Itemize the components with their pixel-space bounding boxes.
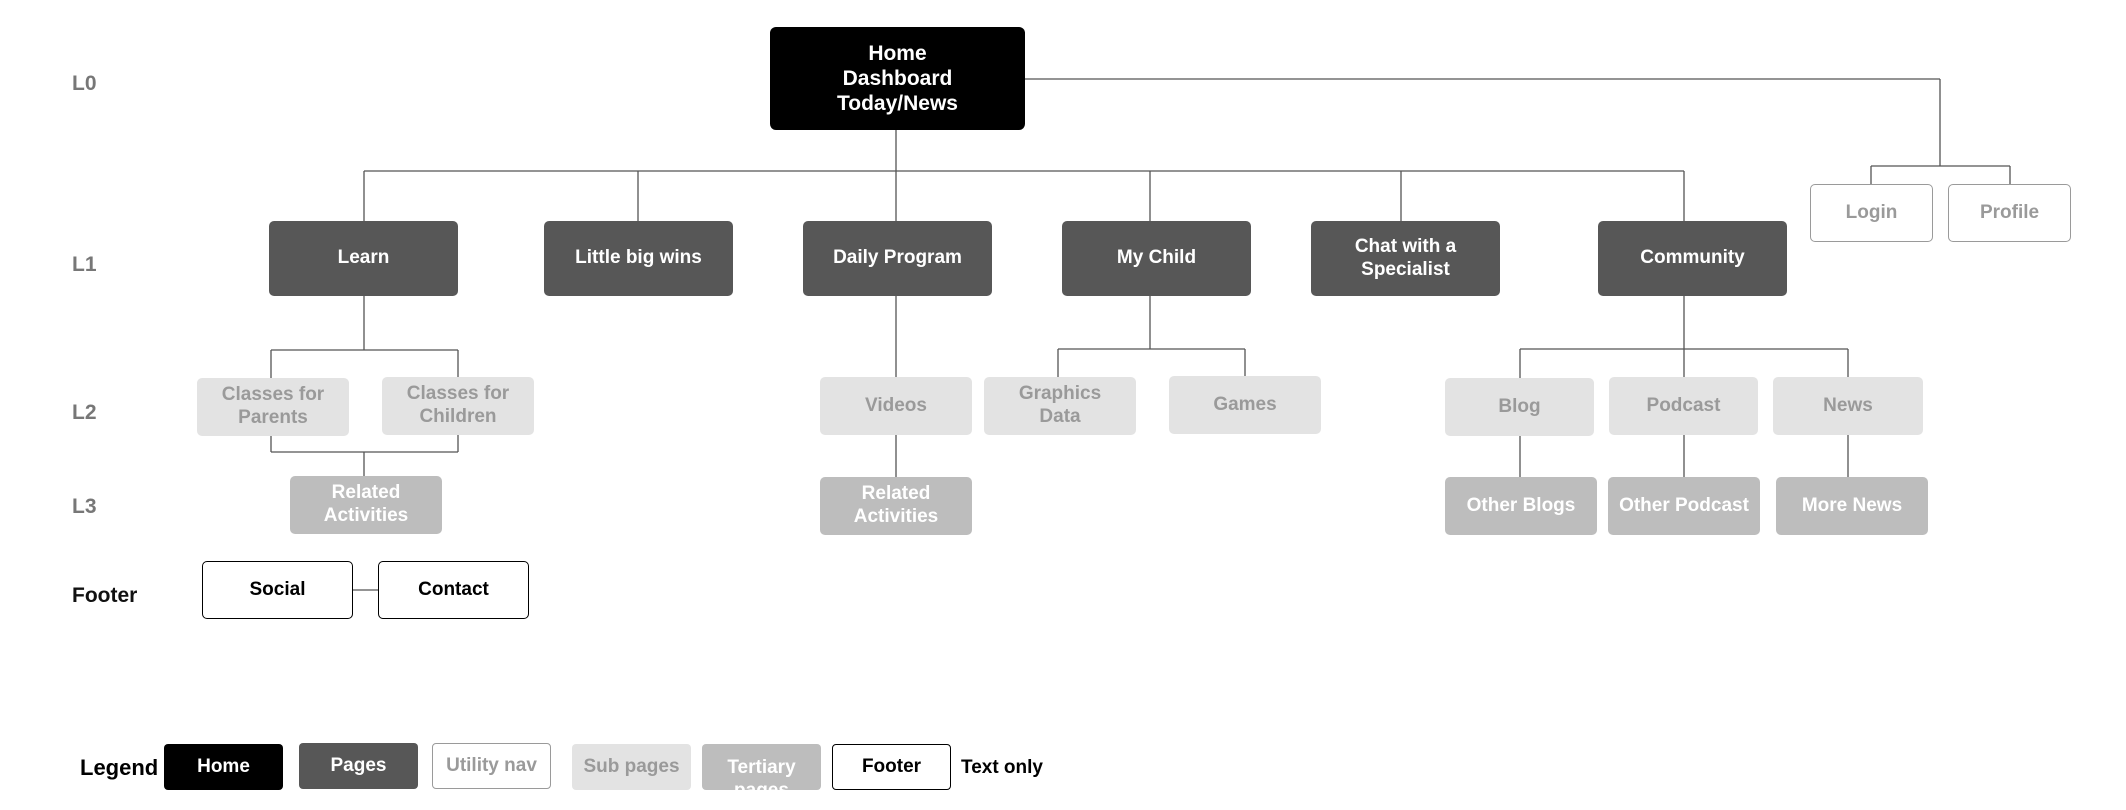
legend-pages: Pages [299, 743, 418, 789]
podcast-node: Podcast [1609, 377, 1758, 435]
graphics-data-node: Graphics Data [984, 377, 1136, 435]
more-news-node: More News [1776, 477, 1928, 535]
little-big-wins-node: Little big wins [544, 221, 733, 296]
level-label-l3: L3 [72, 495, 97, 518]
classes-children-node: Classes for Children [382, 377, 534, 435]
daily-program-node: Daily Program [803, 221, 992, 296]
blog-node: Blog [1445, 378, 1594, 436]
learn-related-activities-node: Related Activities [290, 476, 442, 534]
social-node: Social [202, 561, 353, 619]
home-node: Home Dashboard Today/News [770, 27, 1025, 130]
my-child-node: My Child [1062, 221, 1251, 296]
games-node: Games [1169, 376, 1321, 434]
profile-node: Profile [1948, 184, 2071, 242]
level-label-l0: L0 [72, 72, 97, 95]
other-blogs-node: Other Blogs [1445, 477, 1597, 535]
level-label-l1: L1 [72, 253, 97, 276]
contact-node: Contact [378, 561, 529, 619]
legend-utility-nav: Utility nav [432, 743, 551, 789]
classes-parents-node: Classes for Parents [197, 378, 349, 436]
legend-home: Home [164, 744, 283, 790]
level-label-l2: L2 [72, 401, 97, 424]
videos-node: Videos [820, 377, 972, 435]
news-node: News [1773, 377, 1923, 435]
legend-sub-pages: Sub pages [572, 744, 691, 790]
login-node: Login [1810, 184, 1933, 242]
chat-specialist-node: Chat with a Specialist [1311, 221, 1500, 296]
videos-related-activities-node: Related Activities [820, 477, 972, 535]
legend-footer: Footer [832, 744, 951, 790]
legend-title: Legend [80, 755, 159, 780]
learn-node: Learn [269, 221, 458, 296]
legend-tertiary-pages: Tertiary pages [702, 744, 821, 790]
community-node: Community [1598, 221, 1787, 296]
other-podcast-node: Other Podcast [1608, 477, 1760, 535]
legend-text-only: Text only [961, 757, 1043, 778]
level-label-footer: Footer [72, 584, 138, 607]
